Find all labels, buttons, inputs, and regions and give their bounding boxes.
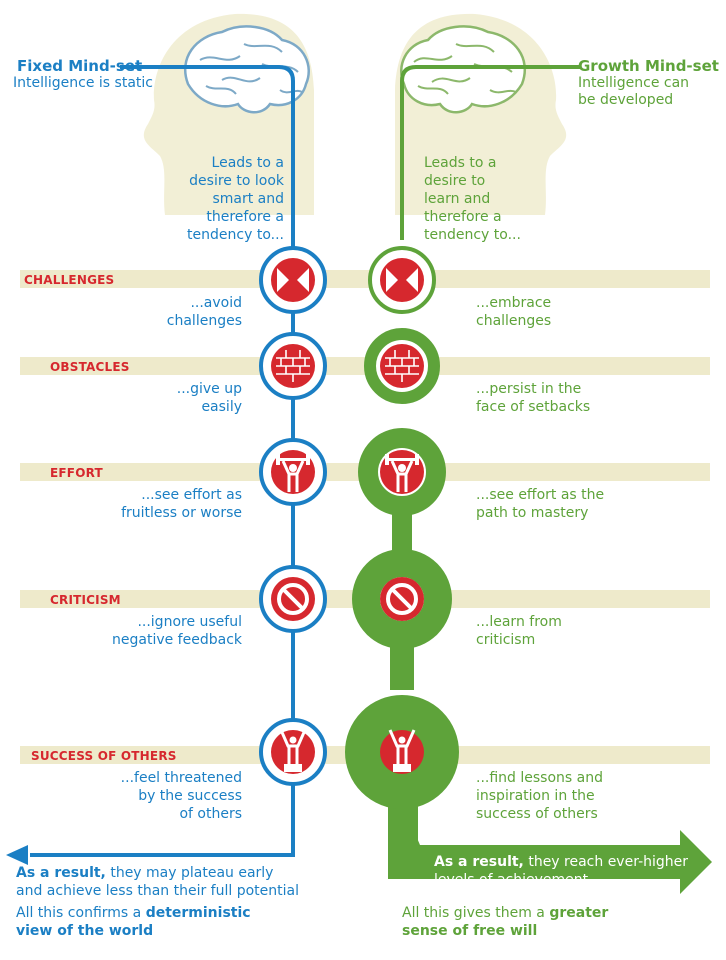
fixed-mindset-subtitle: Intelligence is static (13, 75, 153, 91)
fixed-mindset-title: Fixed Mind-set (17, 57, 143, 75)
cheering-person-icon (271, 729, 424, 774)
weightlifter-icon (271, 450, 424, 494)
fixed-result: As a result, they may plateau early and … (16, 865, 299, 899)
growth-mindset-title: Growth Mind-set (578, 57, 719, 75)
growth-conclusion: All this gives them a greater sense of f… (402, 905, 609, 939)
growth-subtitle-line2: be developed (578, 92, 674, 108)
fixed-mindset-path (6, 65, 295, 865)
category-challenges: CHALLENGES (24, 273, 115, 287)
fixed-conclusion: All this confirms a deterministic view o… (16, 905, 251, 939)
growth-subtitle-line1: Intelligence can (578, 75, 690, 91)
category-criticism: CRITICISM (50, 593, 121, 607)
category-obstacles: OBSTACLES (50, 360, 130, 374)
band-challenges (20, 270, 710, 288)
prohibition-icon (271, 577, 424, 621)
growth-brain-icon (400, 25, 527, 114)
brick-wall-icon (271, 344, 424, 388)
fixed-result-arrowhead (6, 845, 28, 865)
growth-result-arrowhead (388, 830, 712, 894)
category-effort: EFFORT (50, 466, 103, 480)
growth-result: As a result, they reach ever-higher leve… (434, 854, 689, 888)
arrows-inward-icon (271, 258, 424, 302)
category-success-of-others: SUCCESS OF OTHERS (31, 749, 177, 763)
